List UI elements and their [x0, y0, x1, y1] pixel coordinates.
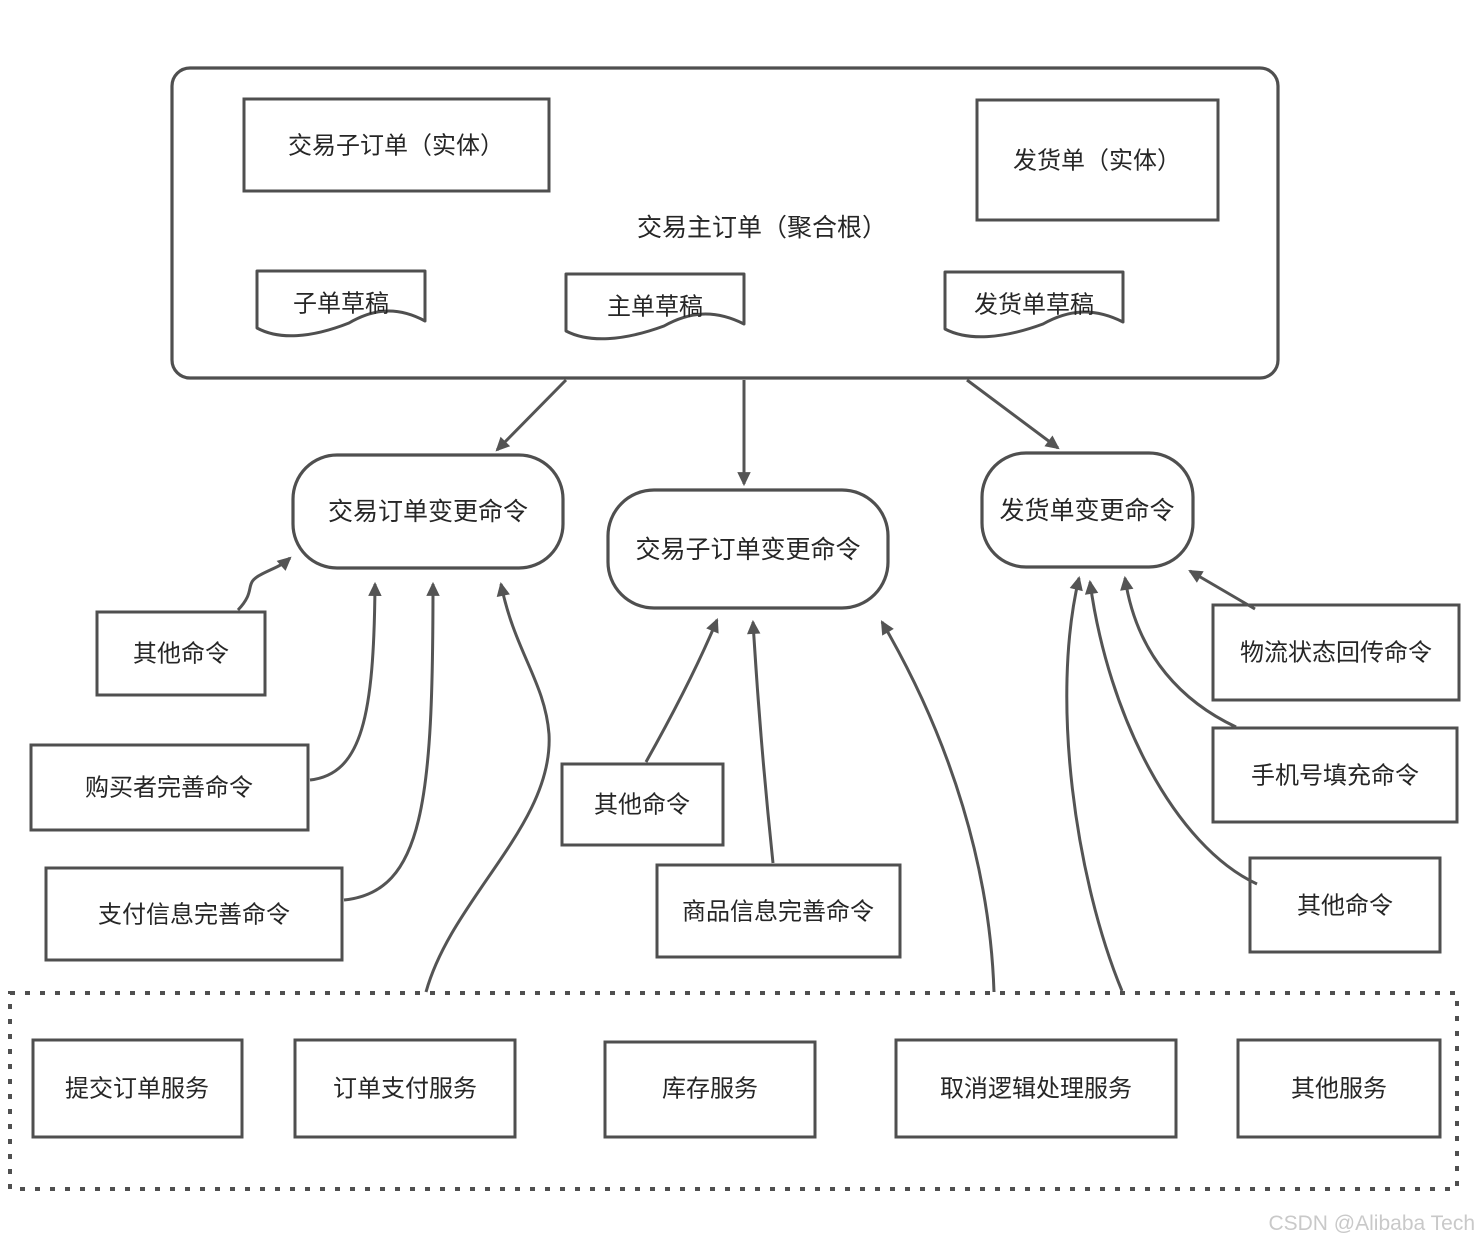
command-box-payment-complete: 支付信息完善命令 — [44, 866, 344, 962]
command-group-trade-sub-order-label: 交易子订单变更命令 — [635, 536, 860, 564]
command-box-other-left: 其他命令 — [95, 610, 267, 697]
connector-logistics-status-to-shipment — [1188, 569, 1256, 611]
command-box-other-mid: 其他命令 — [560, 762, 725, 847]
draft-doc-main-order-shape — [564, 272, 746, 341]
entity-box-trade-sub-order-frame — [242, 97, 551, 193]
command-group-trade-sub-order: 交易子订单变更命令 — [606, 488, 890, 610]
connector-aggregate-to-trade-order-commands — [495, 378, 568, 452]
service-box-submit-order-label: 提交订单服务 — [65, 1075, 209, 1102]
service-box-inventory-frame — [603, 1040, 817, 1139]
connector-other-left-to-trade-order — [236, 556, 292, 612]
command-group-trade-order-shape — [291, 453, 565, 570]
command-box-logistics-status-label: 物流状态回传命令 — [1240, 639, 1432, 666]
entity-box-shipment-label: 发货单（实体） — [1013, 147, 1181, 174]
connector-payment-complete-to-trade-order — [343, 581, 440, 902]
command-group-trade-order-label: 交易订单变更命令 — [328, 498, 528, 526]
service-box-cancel-logic: 取消逻辑处理服务 — [894, 1038, 1178, 1139]
entity-box-shipment-frame — [975, 98, 1220, 222]
service-box-order-payment-label: 订单支付服务 — [333, 1075, 477, 1102]
command-group-shipment-shape — [980, 451, 1195, 569]
connector-services-to-shipment — [1065, 575, 1124, 992]
entity-box-trade-sub-order: 交易子订单（实体） — [242, 97, 551, 193]
command-group-shipment: 发货单变更命令 — [980, 451, 1195, 569]
command-box-buyer-complete-label: 购买者完善命令 — [85, 774, 253, 801]
connectors — [236, 378, 1258, 993]
connector-aggregate-to-shipment-commands — [966, 378, 1060, 450]
service-box-other-label: 其他服务 — [1291, 1075, 1387, 1102]
entity-box-shipment: 发货单（实体） — [975, 98, 1220, 222]
connector-services-to-trade-order — [424, 581, 551, 993]
command-box-phone-fill-label: 手机号填充命令 — [1251, 762, 1419, 789]
command-box-goods-complete: 商品信息完善命令 — [655, 863, 902, 959]
command-box-other-mid-frame — [560, 762, 725, 847]
aggregate-root-title: 交易主订单（聚合根） — [637, 214, 887, 242]
service-box-submit-order-frame — [31, 1038, 244, 1139]
draft-doc-sub-order: 子单草稿 — [255, 269, 427, 338]
connector-services-to-trade-sub-order — [880, 620, 996, 993]
draft-doc-sub-order-label: 子单草稿 — [293, 290, 389, 317]
service-box-other: 其他服务 — [1236, 1038, 1442, 1139]
draft-doc-shipment-label: 发货单草稿 — [974, 291, 1094, 318]
aggregate-root-container — [170, 66, 1280, 380]
connector-phone-fill-to-shipment — [1120, 575, 1237, 729]
watermark: CSDN @Alibaba Tech — [1268, 1212, 1475, 1235]
services-container — [8, 991, 1459, 1191]
draft-doc-shipment: 发货单草稿 — [943, 270, 1125, 339]
command-box-other-right: 其他命令 — [1248, 856, 1442, 954]
command-box-goods-complete-label: 商品信息完善命令 — [682, 898, 874, 925]
service-box-inventory-label: 库存服务 — [662, 1075, 758, 1102]
service-box-cancel-logic-frame — [894, 1038, 1178, 1139]
command-box-other-right-label: 其他命令 — [1297, 892, 1393, 919]
command-group-trade-sub-order-shape — [606, 488, 890, 610]
command-box-goods-complete-frame — [655, 863, 902, 959]
connector-other-mid-to-trade-sub-order — [644, 618, 719, 763]
draft-doc-main-order-label: 主单草稿 — [607, 293, 703, 320]
connector-goods-complete-to-trade-sub-order — [746, 619, 775, 864]
draft-doc-shipment-shape — [943, 270, 1125, 339]
entity-box-trade-sub-order-label: 交易子订单（实体） — [288, 132, 504, 159]
command-box-other-right-frame — [1248, 856, 1442, 954]
command-box-other-mid-label: 其他命令 — [594, 791, 690, 818]
command-box-buyer-complete-frame — [29, 743, 310, 832]
command-box-phone-fill-frame — [1211, 726, 1459, 824]
draft-doc-main-order: 主单草稿 — [564, 272, 746, 341]
command-box-logistics-status: 物流状态回传命令 — [1211, 603, 1461, 702]
command-box-buyer-complete: 购买者完善命令 — [29, 743, 310, 832]
service-box-inventory: 库存服务 — [603, 1040, 817, 1139]
command-group-trade-order: 交易订单变更命令 — [291, 453, 565, 570]
service-box-cancel-logic-label: 取消逻辑处理服务 — [940, 1075, 1132, 1102]
service-box-order-payment-frame — [293, 1038, 517, 1139]
connector-buyer-complete-to-trade-order — [309, 581, 382, 782]
connector-other-right-to-shipment — [1084, 579, 1258, 886]
service-box-submit-order: 提交订单服务 — [31, 1038, 244, 1139]
command-box-logistics-status-frame — [1211, 603, 1461, 702]
command-box-other-left-label: 其他命令 — [133, 640, 229, 667]
command-box-other-left-frame — [95, 610, 267, 697]
service-box-order-payment: 订单支付服务 — [293, 1038, 517, 1139]
command-box-payment-complete-label: 支付信息完善命令 — [98, 901, 290, 928]
service-box-other-frame — [1236, 1038, 1442, 1139]
draft-doc-sub-order-shape — [255, 269, 427, 338]
command-box-phone-fill: 手机号填充命令 — [1211, 726, 1459, 824]
command-group-shipment-label: 发货单变更命令 — [999, 497, 1174, 525]
command-box-payment-complete-frame — [44, 866, 344, 962]
